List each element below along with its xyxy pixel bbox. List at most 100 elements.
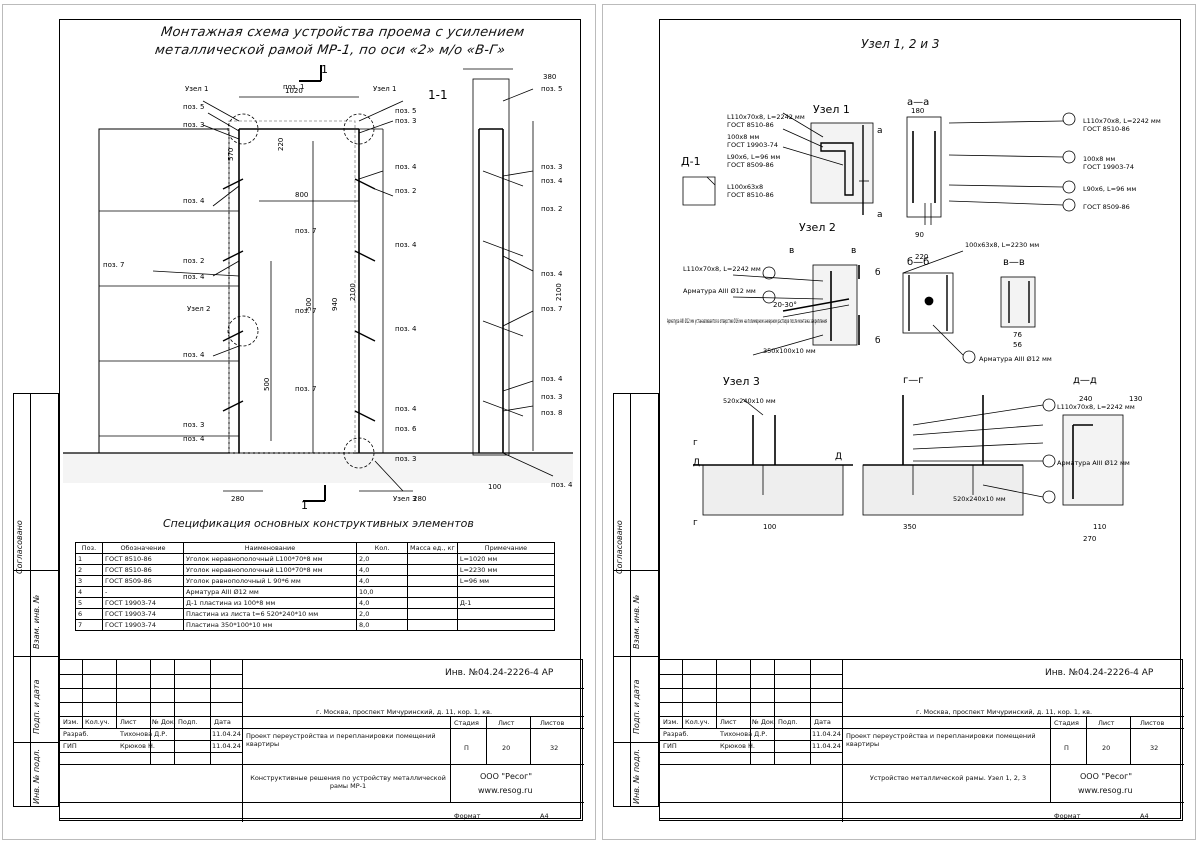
svg-text:220: 220 xyxy=(277,138,285,151)
svg-text:940: 940 xyxy=(331,298,339,311)
svg-text:а: а xyxy=(877,126,883,136)
svg-text:Д: Д xyxy=(693,458,700,468)
svg-text:в: в xyxy=(851,246,856,256)
sheet-frame xyxy=(659,19,1181,819)
svg-text:поз. 6: поз. 6 xyxy=(395,425,417,433)
svg-text:500: 500 xyxy=(263,378,271,391)
svg-text:570: 570 xyxy=(227,148,235,161)
svg-text:поз. 4: поз. 4 xyxy=(541,375,563,383)
svg-text:L110x70x8, L=2242 мм: L110x70x8, L=2242 мм xyxy=(1057,403,1135,411)
cut-mark-top: 1 xyxy=(321,63,328,76)
svg-text:Арматура АIII Ø12 мм: Арматура АIII Ø12 мм xyxy=(979,355,1052,363)
dim-inner: 800 xyxy=(295,191,308,199)
svg-text:ГОСТ 8510-86: ГОСТ 8510-86 xyxy=(727,191,774,199)
site: www.resog.ru xyxy=(1078,786,1133,795)
svg-text:поз. 5: поз. 5 xyxy=(183,103,205,111)
site: www.resog.ru xyxy=(478,786,533,795)
label-vv: в—в xyxy=(1003,257,1025,268)
side-strip: Согласовано Взам. инв. № Подп. и дата Ин… xyxy=(613,393,659,807)
svg-text:поз. 3: поз. 3 xyxy=(541,163,563,171)
svg-text:L110x70x8, L=2242 мм: L110x70x8, L=2242 мм xyxy=(1083,117,1161,125)
svg-text:поз. 3: поз. 3 xyxy=(395,455,417,463)
address: г. Москва, проспект Мичуринский, д. 11, … xyxy=(916,708,1093,716)
svg-text:L90x6, L=96 мм: L90x6, L=96 мм xyxy=(1083,185,1136,193)
svg-text:поз. 7: поз. 7 xyxy=(103,261,125,269)
doc-code: Инв. №04.24-2226-4 АР xyxy=(1045,668,1154,678)
dim-section-top: 380 xyxy=(543,73,556,81)
node-details-drawing: Д-1 Узел 1 а—а Узел 2 б—б в—в Узел 3 г—г… xyxy=(667,97,1161,543)
title-block: Инв. №04.24-2226-4 АР г. Москва, проспек… xyxy=(659,659,1184,822)
svg-text:г: г xyxy=(693,518,698,528)
label-uzel3: Узел 3 xyxy=(393,495,416,503)
svg-text:поз. 4: поз. 4 xyxy=(395,241,417,249)
svg-text:г: г xyxy=(693,438,698,448)
label-uzel2: Узел 2 xyxy=(799,221,836,234)
svg-text:L100x63x8: L100x63x8 xyxy=(727,183,763,191)
svg-text:поз. 7: поз. 7 xyxy=(295,385,317,393)
svg-text:ГОСТ 19903-74: ГОСТ 19903-74 xyxy=(727,141,778,149)
svg-text:100х8 мм: 100х8 мм xyxy=(727,133,759,141)
elevation-drawing: 1 1 1-1 1020 800 280 280 380 100 Узел 1 … xyxy=(63,63,573,511)
svg-text:поз. 7: поз. 7 xyxy=(295,307,317,315)
side-label-inv: Инв. № подл. xyxy=(32,748,41,804)
svg-text:100x63x8, L=2230 мм: 100x63x8, L=2230 мм xyxy=(965,241,1039,249)
dim-section-bottom: 100 xyxy=(488,483,501,491)
svg-text:110: 110 xyxy=(1093,523,1106,531)
sheet-title-line1: Монтажная схема устройства проема с усил… xyxy=(159,25,526,40)
svg-text:поз. 4: поз. 4 xyxy=(183,273,205,281)
svg-text:Арматура АIII Ø12 мм: Арматура АIII Ø12 мм xyxy=(683,287,756,295)
label-bb: б—б xyxy=(907,257,929,268)
label-gg: г—г xyxy=(903,375,924,386)
svg-text:поз. 4: поз. 4 xyxy=(183,197,205,205)
svg-text:поз. 3: поз. 3 xyxy=(183,121,205,129)
doc-code: Инв. №04.24-2226-4 АР xyxy=(445,668,554,678)
svg-text:L110x70x8, L=2242 мм: L110x70x8, L=2242 мм xyxy=(727,113,805,121)
svg-text:ГОСТ 19903-74: ГОСТ 19903-74 xyxy=(1083,163,1134,171)
label-uzel1-left: Узел 1 xyxy=(185,85,208,93)
title-block: Инв. №04.24-2226-4 АР г. Москва, проспек… xyxy=(59,659,584,822)
svg-text:поз. 4: поз. 4 xyxy=(395,325,417,333)
side-label-sign: Подп. и дата xyxy=(32,679,41,735)
svg-text:76: 76 xyxy=(1013,331,1022,339)
dim-left-bottom: 280 xyxy=(231,495,244,503)
svg-text:2100: 2100 xyxy=(349,283,357,301)
svg-text:поз. 1: поз. 1 xyxy=(283,83,305,91)
project-name: Проект переустройства и перепланировки п… xyxy=(846,732,1036,748)
svg-text:520x240x10 мм: 520x240x10 мм xyxy=(953,495,1006,503)
svg-text:ГОСТ 8509-86: ГОСТ 8509-86 xyxy=(727,161,774,169)
side-strip: Согласовано Взам. инв. № Подп. и дата Ин… xyxy=(13,393,59,807)
sheet-title: Узел 1, 2 и 3 xyxy=(861,37,940,51)
svg-text:поз. 4: поз. 4 xyxy=(541,270,563,278)
dim-right-bottom: 280 xyxy=(413,495,426,503)
svg-text:520x240x10 мм: 520x240x10 мм xyxy=(723,397,776,405)
svg-text:L110x70x8, L=2242 мм: L110x70x8, L=2242 мм xyxy=(683,265,761,273)
svg-text:б: б xyxy=(875,268,881,278)
svg-text:поз. 2: поз. 2 xyxy=(395,187,417,195)
svg-text:поз. 7: поз. 7 xyxy=(295,227,317,235)
svg-text:поз. 4: поз. 4 xyxy=(395,163,417,171)
svg-text:поз. 3: поз. 3 xyxy=(183,421,205,429)
svg-text:поз. 5: поз. 5 xyxy=(541,85,563,93)
svg-text:130: 130 xyxy=(1129,395,1142,403)
svg-text:поз. 4: поз. 4 xyxy=(551,481,573,489)
svg-text:ГОСТ 8510-86: ГОСТ 8510-86 xyxy=(727,121,774,129)
spec-table: Поз. Обозначение Наименование Кол. Масса… xyxy=(75,542,556,631)
label-d1: Д-1 xyxy=(681,155,701,168)
svg-text:ГОСТ 8509-86: ГОСТ 8509-86 xyxy=(1083,203,1130,211)
svg-text:в: в xyxy=(789,246,794,256)
svg-text:поз. 4: поз. 4 xyxy=(183,435,205,443)
svg-text:Арматура АIII Ø12 мм устанавли: Арматура АIII Ø12 мм устанавливается в о… xyxy=(667,317,827,325)
side-label-agreed: Согласовано xyxy=(15,520,24,574)
svg-text:100х8 мм: 100х8 мм xyxy=(1083,155,1115,163)
svg-text:270: 270 xyxy=(1083,535,1096,543)
svg-text:Д: Д xyxy=(835,452,842,462)
cut-mark-bottom: 1 xyxy=(301,499,308,511)
label-uzel2: Узел 2 xyxy=(187,305,210,313)
svg-text:500: 500 xyxy=(305,298,313,311)
